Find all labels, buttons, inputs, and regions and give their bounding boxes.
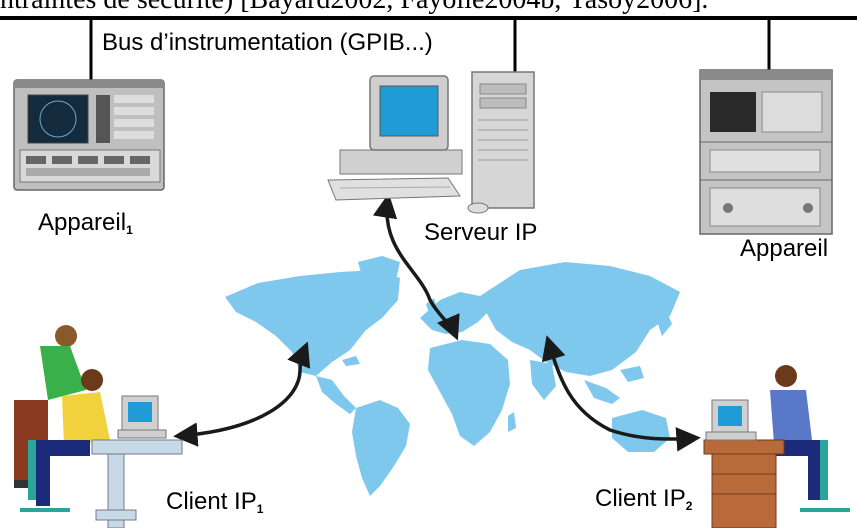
- client1-label: Client IP1: [166, 488, 264, 516]
- bus-label: Bus d’instrumentation (GPIB...): [100, 29, 435, 57]
- client2-workstation-icon: [703, 365, 850, 528]
- device2-label: Appareil: [740, 235, 829, 262]
- client1-subscript: 1: [256, 502, 264, 516]
- device1-instrument-icon: [13, 79, 165, 191]
- server-computer-icon: [327, 71, 535, 214]
- device2-instrument-icon: [699, 69, 833, 235]
- header-text-fragment: ntraintes de sécurité) [Bayard2002, Fayo…: [0, 0, 857, 14]
- client2-subscript: 2: [685, 499, 693, 513]
- connection-arrows: [173, 193, 701, 452]
- server-label: Serveur IP: [424, 219, 538, 246]
- instrumentation-bus: [0, 16, 857, 80]
- arrow-client2-to-network: [541, 335, 701, 452]
- arrow-client1-to-network: [173, 341, 311, 447]
- device1-subscript: 1: [126, 223, 133, 237]
- arrow-server-to-network: [372, 193, 460, 341]
- client1-workstation-icon: [14, 325, 183, 528]
- client2-label: Client IP2: [595, 485, 693, 513]
- device1-label: Appareil1: [38, 209, 133, 237]
- world-map: [225, 256, 680, 496]
